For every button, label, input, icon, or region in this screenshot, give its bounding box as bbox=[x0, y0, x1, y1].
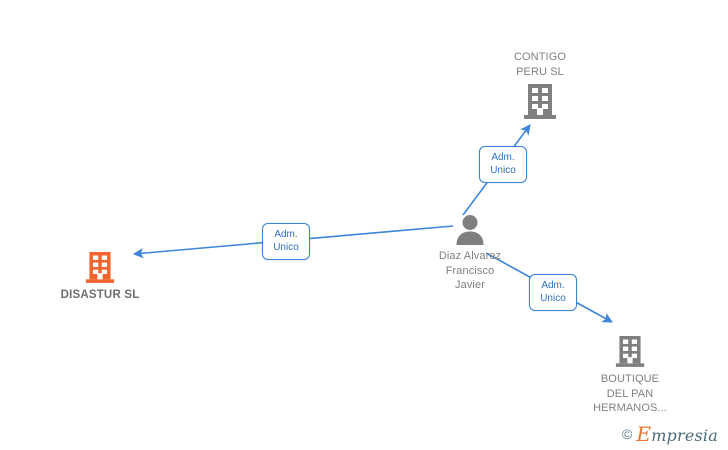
brand-rest: mpresia bbox=[651, 426, 718, 445]
node-label-boutique-del-pan: BOUTIQUE DEL PAN HERMANOS... bbox=[593, 373, 667, 414]
empresia-watermark: © Empresia bbox=[622, 424, 718, 444]
brand-initial: E bbox=[636, 422, 652, 446]
brand-name: Empresia bbox=[636, 424, 718, 444]
node-boutique-del-pan[interactable]: BOUTIQUE DEL PAN HERMANOS... bbox=[560, 334, 700, 416]
edge-label-person-to-boutique[interactable]: Adm. Unico bbox=[529, 274, 577, 311]
building-icon bbox=[560, 334, 700, 368]
copyright-icon: © bbox=[622, 426, 633, 442]
person-icon bbox=[400, 213, 540, 245]
node-label-person-diaz-alvarez: Diaz Alvarez Francisco Javier bbox=[438, 250, 502, 291]
node-label-disastur: DISASTUR SL bbox=[60, 289, 140, 301]
node-contigo-peru[interactable]: CONTIGO PERU SL bbox=[470, 50, 610, 120]
node-label-contigo-peru: CONTIGO PERU SL bbox=[513, 51, 567, 78]
building-icon bbox=[30, 250, 170, 284]
edge-label-person-to-contigo[interactable]: Adm. Unico bbox=[479, 146, 527, 183]
building-icon bbox=[470, 82, 610, 120]
node-person-diaz-alvarez[interactable]: Diaz Alvarez Francisco Javier bbox=[400, 213, 540, 293]
node-disastur[interactable]: DISASTUR SL bbox=[30, 250, 170, 303]
edge-label-person-to-disastur[interactable]: Adm. Unico bbox=[262, 223, 310, 260]
